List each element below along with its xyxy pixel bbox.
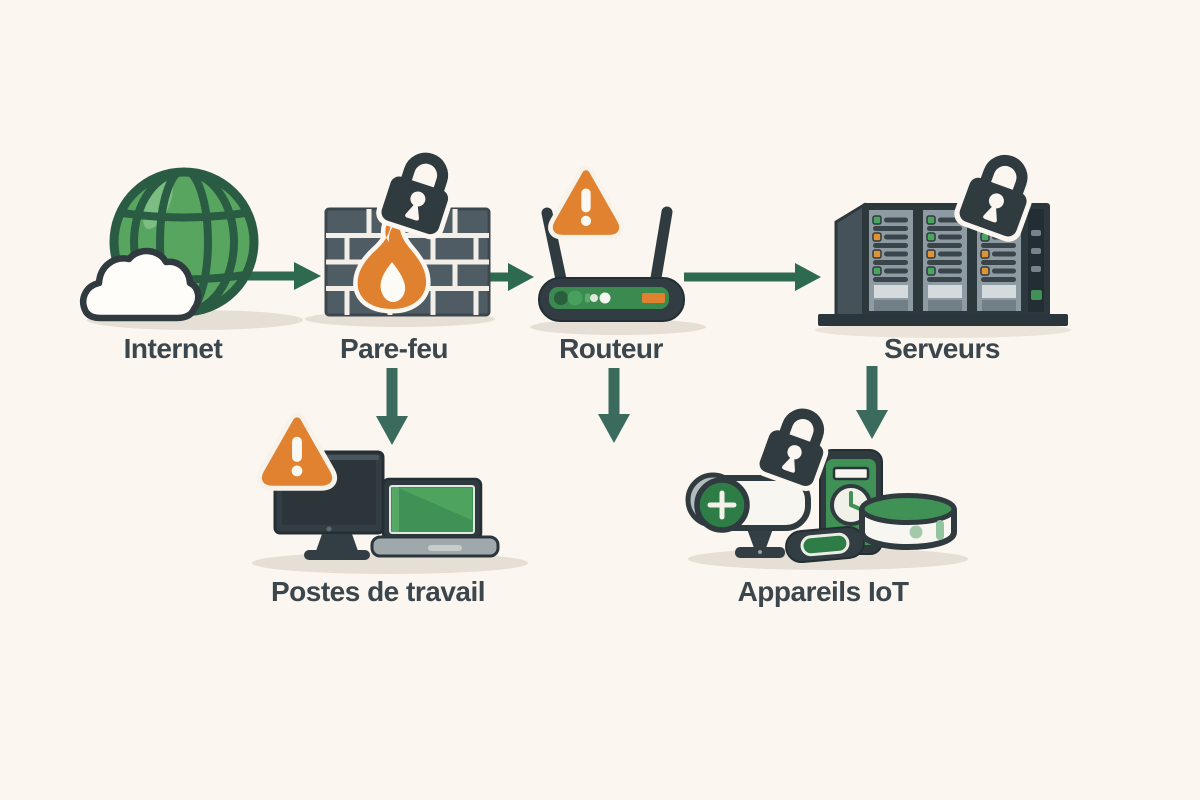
iot-label: Appareils IoT [738, 576, 909, 607]
smart-speaker-icon [859, 493, 957, 550]
laptop-icon [370, 477, 500, 558]
antenna-right [649, 206, 673, 290]
server-tower [867, 208, 915, 313]
firewall-node [305, 148, 495, 327]
rack-base [818, 314, 1068, 326]
workstations-node [252, 421, 528, 574]
servers-label: Serveurs [884, 333, 1000, 364]
router-node [530, 174, 706, 335]
workstations-label: Postes de travail [271, 576, 485, 607]
camera-icon [685, 472, 811, 558]
firewall-label: Pare-feu [340, 333, 448, 364]
arrow-internet-to-firewall [248, 262, 321, 290]
flame-icon [353, 209, 431, 314]
arrow-router-down [598, 368, 630, 443]
iot-node [685, 403, 968, 570]
edges [248, 262, 888, 445]
router-label: Routeur [559, 333, 663, 364]
server-tower [921, 208, 969, 313]
rack-side-panel [1028, 209, 1044, 312]
router-icon [538, 206, 685, 322]
server-rack-icon [818, 202, 1068, 326]
shadow [530, 319, 706, 335]
smart-band-icon [785, 525, 865, 564]
servers-node [815, 149, 1071, 338]
arrow-router-to-servers [684, 263, 821, 291]
internet-node [80, 167, 303, 330]
internet-label: Internet [124, 333, 223, 364]
cloud-icon [80, 247, 202, 322]
arrow-firewall-to-workstations [376, 368, 408, 445]
arrow-servers-to-iot [856, 366, 888, 439]
